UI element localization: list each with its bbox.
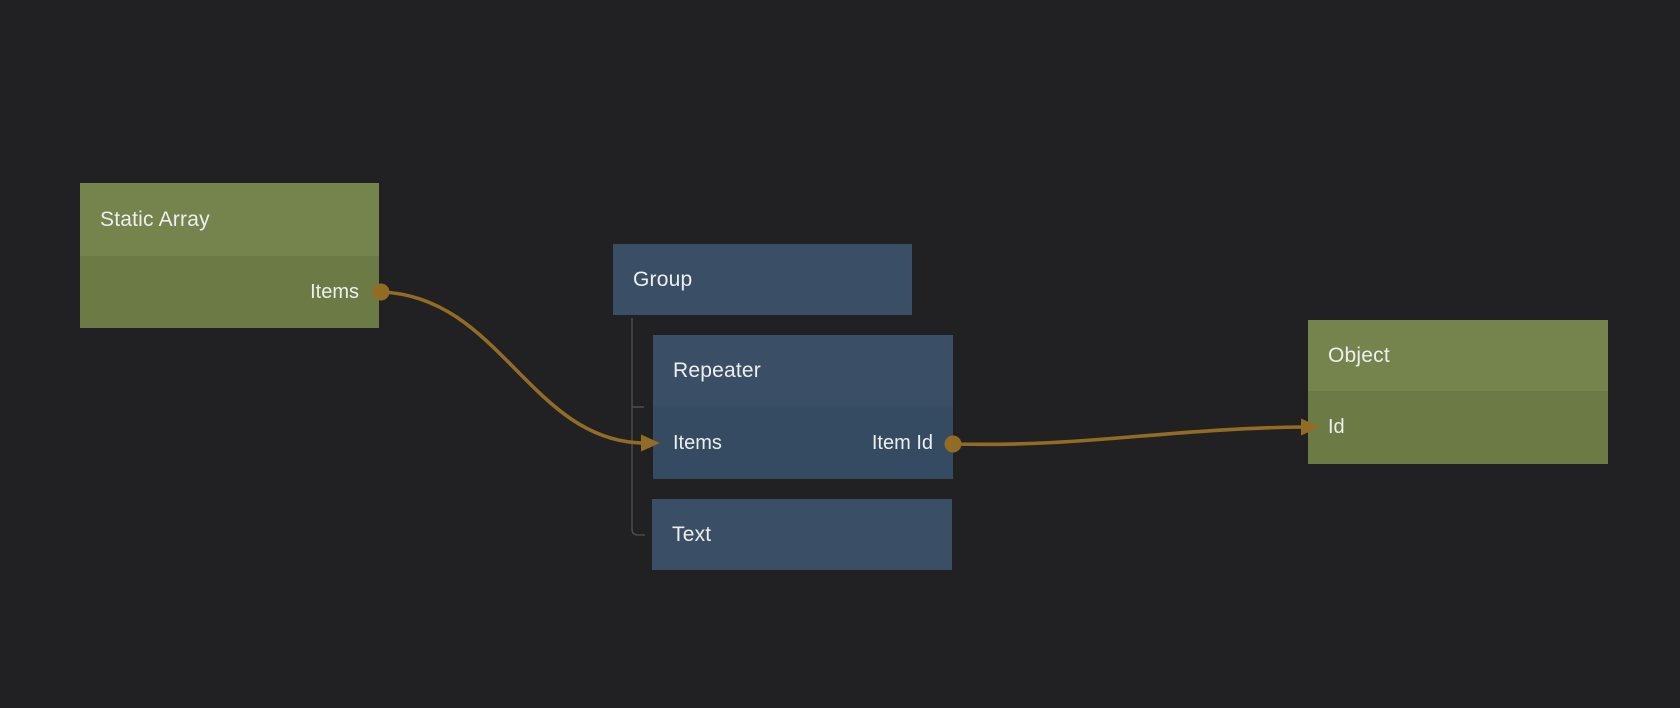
node-text[interactable]: Text xyxy=(652,499,952,570)
node-static-array[interactable]: Static Array Items xyxy=(80,183,379,328)
wire-repeater-item-id-to-object-id[interactable] xyxy=(951,425,1304,447)
node-repeater-header[interactable]: Repeater xyxy=(653,335,953,407)
node-repeater[interactable]: Repeater Items Item Id xyxy=(653,335,953,479)
node-object[interactable]: Object Id xyxy=(1308,320,1608,464)
node-repeater-port-row: Items Item Id xyxy=(653,407,953,479)
input-port-label-id: Id xyxy=(1328,416,1345,438)
node-group-header[interactable]: Group xyxy=(613,244,912,315)
node-object-port-row: Id xyxy=(1308,391,1608,464)
output-port-label-item-id: Item Id xyxy=(871,431,933,454)
node-group[interactable]: Group xyxy=(613,244,912,315)
node-title: Repeater xyxy=(673,359,761,382)
node-static-array-header[interactable]: Static Array xyxy=(80,183,379,256)
node-object-header[interactable]: Object xyxy=(1308,320,1608,391)
group-children-tree-line xyxy=(631,318,645,536)
node-static-array-port-row: Items xyxy=(80,256,379,328)
node-title: Text xyxy=(672,522,712,546)
input-port-label-items: Items xyxy=(673,431,722,454)
node-title: Object xyxy=(1328,343,1390,367)
node-title: Static Array xyxy=(100,207,210,231)
wire-static-array-items-to-repeater-items[interactable] xyxy=(379,290,644,445)
node-title: Group xyxy=(633,267,693,291)
output-port-label-items: Items xyxy=(310,280,359,303)
node-text-header[interactable]: Text xyxy=(652,499,952,570)
